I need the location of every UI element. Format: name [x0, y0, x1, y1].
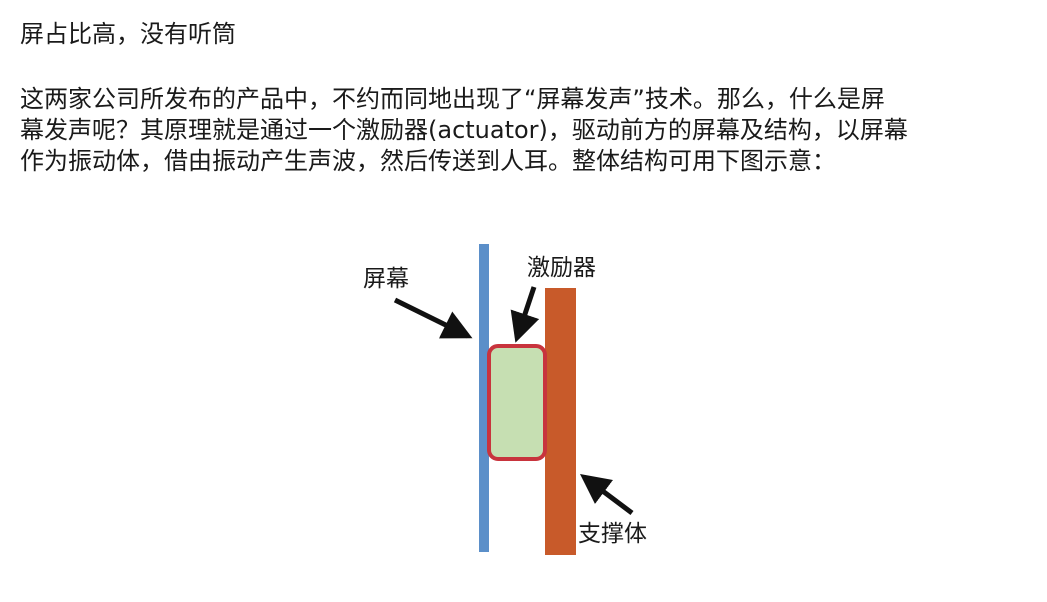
- paragraph-line: 作为振动体，借由振动产生声波，然后传送到人耳。整体结构可用下图示意：: [20, 147, 836, 175]
- actuator-arrow: [510, 286, 540, 343]
- section-heading: 屏占比高，没有听筒: [20, 20, 236, 48]
- screen-arrow: [393, 297, 473, 339]
- actuator-block: [487, 344, 547, 461]
- support-arrow: [580, 474, 634, 515]
- paragraph-line: 幕发声呢？其原理就是通过一个激励器(actuator)，驱动前方的屏幕及结构，以…: [20, 116, 908, 144]
- support-label: 支撑体: [578, 521, 647, 547]
- screen-bar: [479, 244, 489, 552]
- body-paragraph: 这两家公司所发布的产品中，不约而同地出现了“屏幕发声”技术。那么，什么是屏 幕发…: [20, 84, 1030, 177]
- paragraph-line: 这两家公司所发布的产品中，不约而同地出现了“屏幕发声”技术。那么，什么是屏: [20, 85, 885, 113]
- screen-label: 屏幕: [363, 266, 409, 292]
- actuator-label: 激励器: [527, 255, 596, 281]
- support-bar: [545, 288, 576, 555]
